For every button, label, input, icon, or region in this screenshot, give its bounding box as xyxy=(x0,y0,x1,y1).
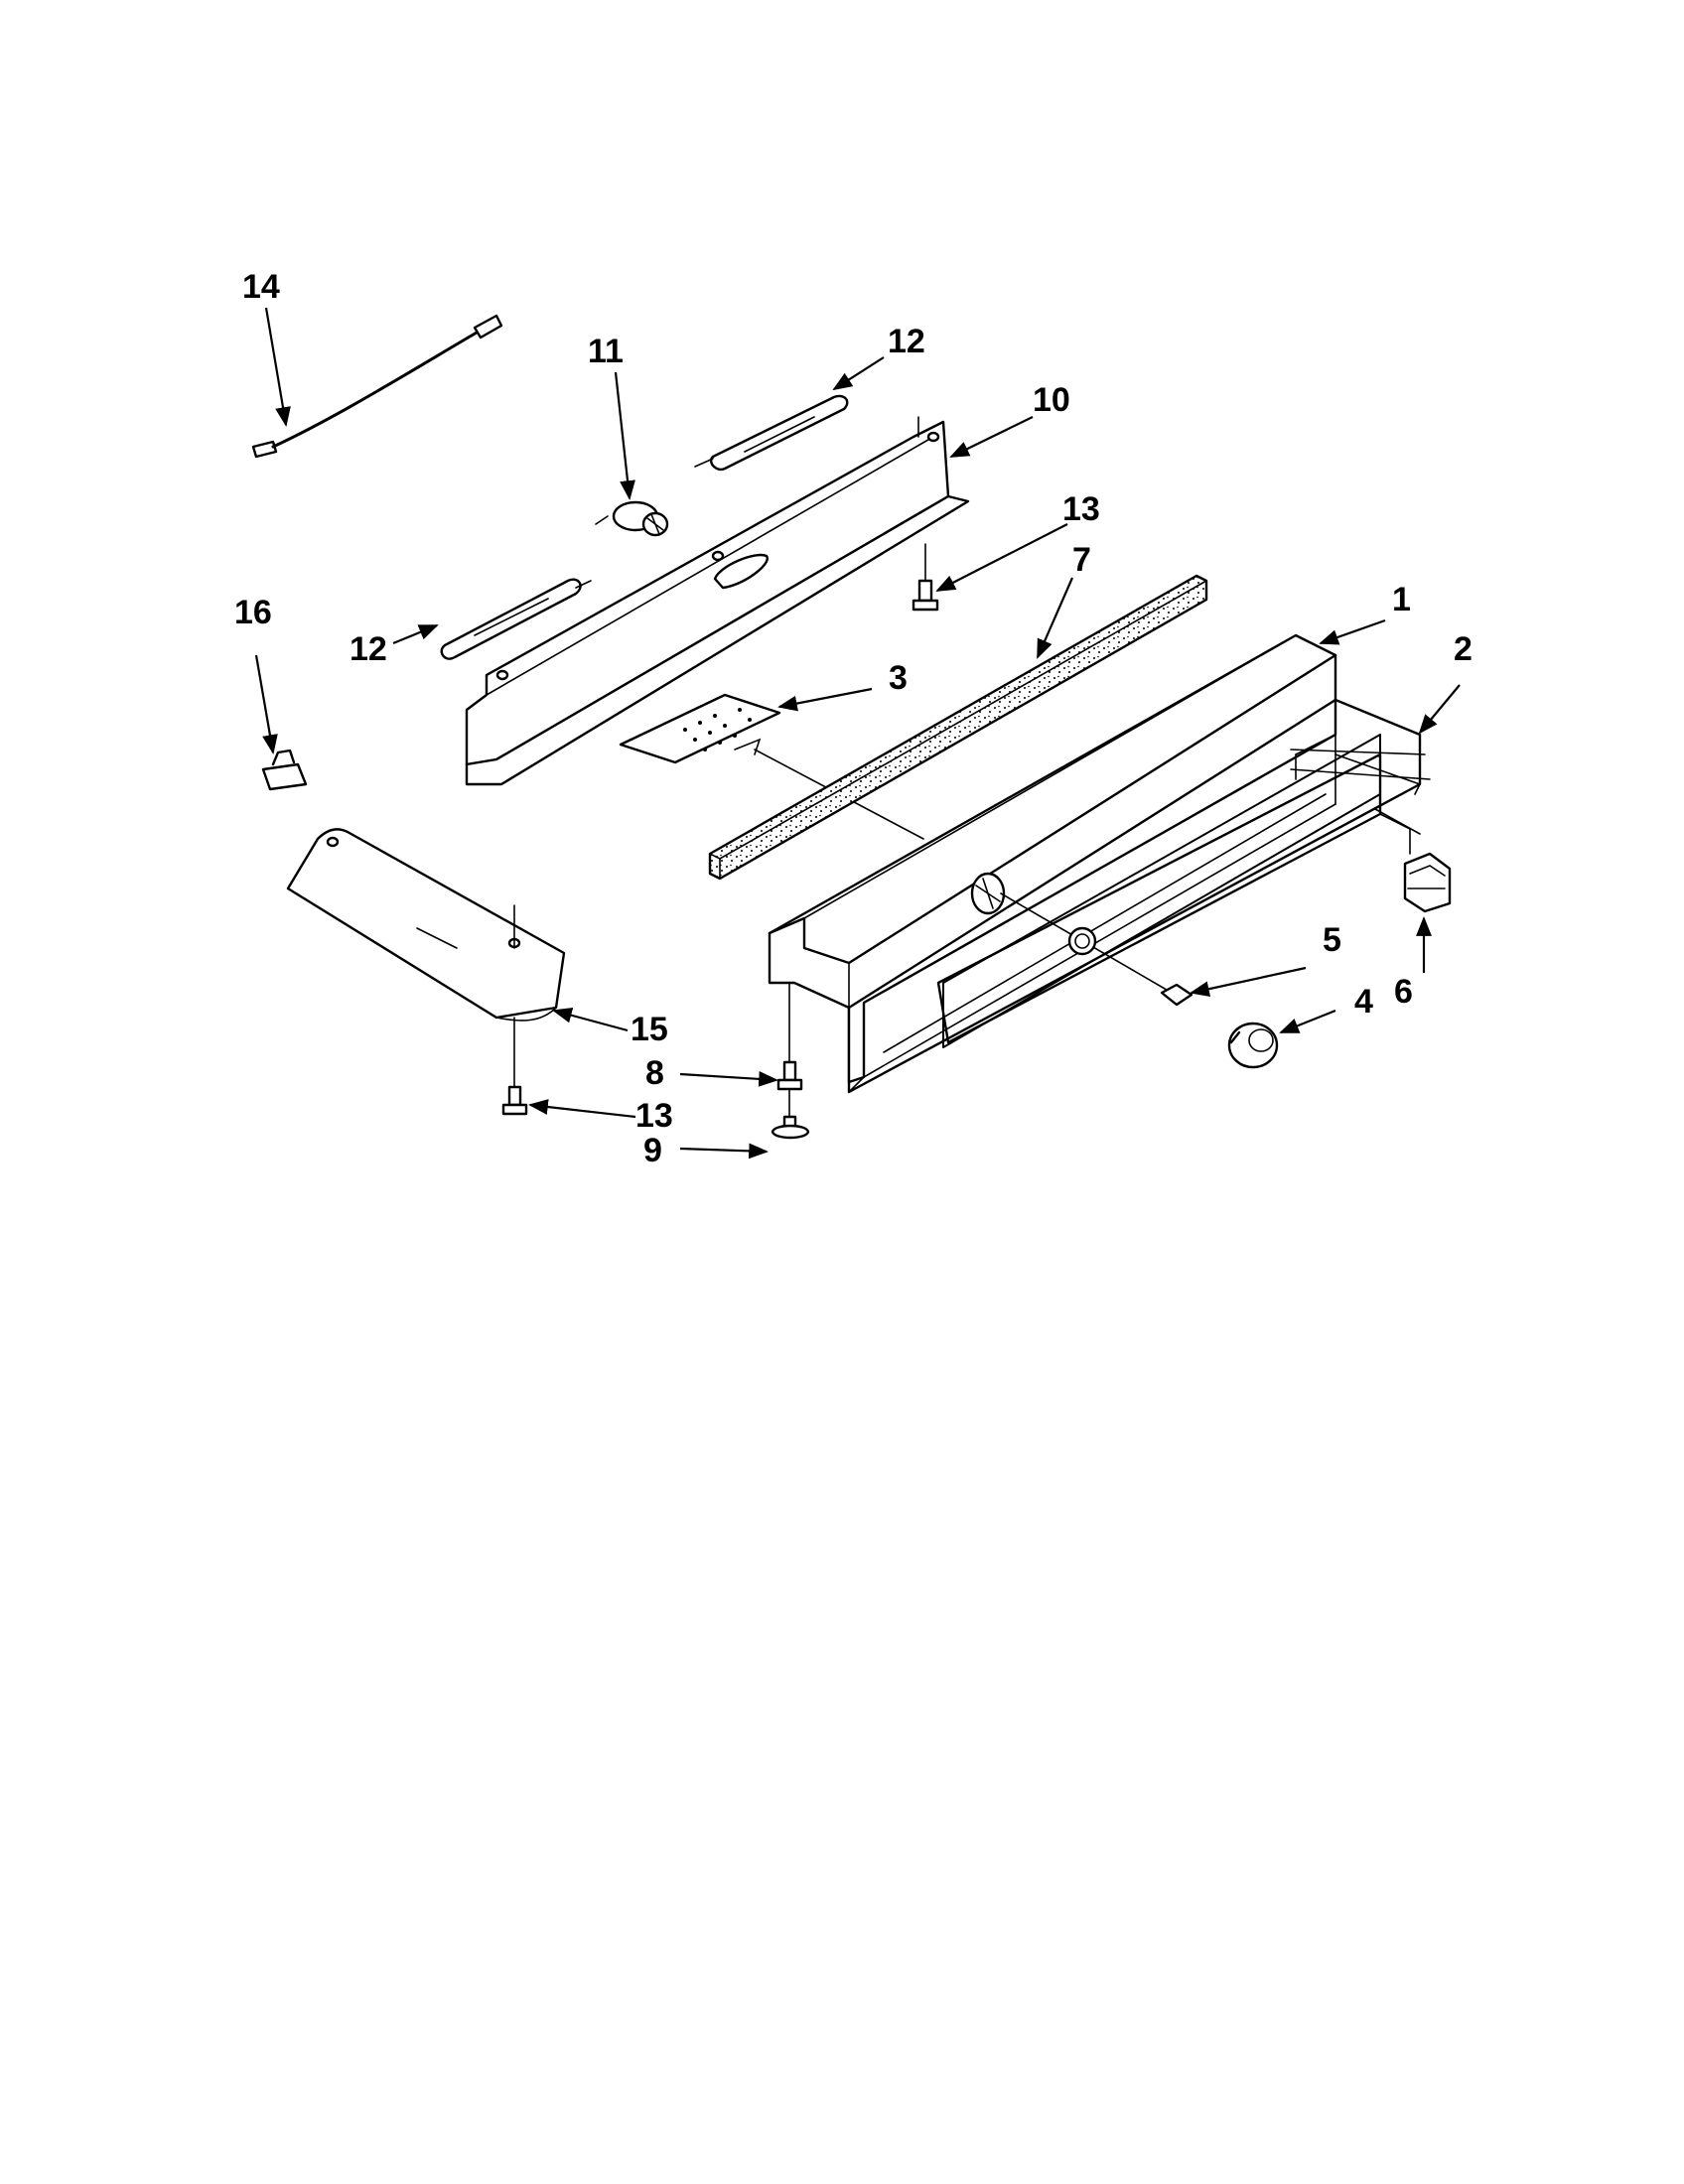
callout-15: 15 xyxy=(631,1011,668,1048)
callout-9: 9 xyxy=(643,1132,662,1169)
callout-labels: 14 11 12 10 13 7 1 2 16 12 3 5 4 6 15 8 … xyxy=(234,268,1473,1169)
part-16-clip xyxy=(261,749,308,791)
callout-13-upper: 13 xyxy=(1062,490,1100,528)
callout-14: 14 xyxy=(242,268,280,306)
callout-2: 2 xyxy=(1454,630,1473,668)
part-13-screw-upper xyxy=(912,543,939,612)
callout-10: 10 xyxy=(1033,381,1070,419)
callout-1: 1 xyxy=(1392,581,1411,618)
part-1-housing xyxy=(768,633,1426,1094)
part-13-screw-lower xyxy=(501,1085,528,1116)
part-12-tube-lower xyxy=(440,578,592,660)
part-11-thermostat xyxy=(595,500,669,537)
part-4-knob xyxy=(1227,1022,1279,1069)
callout-16: 16 xyxy=(234,594,272,631)
callout-13-lower: 13 xyxy=(635,1097,673,1135)
part-8-screw xyxy=(776,982,803,1091)
part-14-wire-harness xyxy=(251,314,503,459)
part-15-kick-plate xyxy=(286,828,566,1088)
part-2-panel xyxy=(1290,768,1431,855)
part-9-leveling-foot xyxy=(771,1088,810,1140)
callout-3: 3 xyxy=(889,659,908,697)
part-12-tube-upper xyxy=(694,394,849,472)
part-6-switch xyxy=(1403,852,1452,913)
leader-lines xyxy=(254,307,1461,1160)
part-3-plate xyxy=(619,693,924,840)
callout-7: 7 xyxy=(1072,541,1091,579)
callout-6: 6 xyxy=(1394,973,1413,1011)
part-10-bracket-rail xyxy=(465,416,970,786)
callout-8: 8 xyxy=(645,1054,664,1092)
callout-5: 5 xyxy=(1323,921,1341,959)
callout-4: 4 xyxy=(1354,983,1373,1021)
callout-12-upper: 12 xyxy=(888,323,925,360)
part-7-foam-strip xyxy=(708,574,1208,881)
callout-12-lower: 12 xyxy=(350,630,387,668)
part-5-clip xyxy=(1160,983,1193,1007)
callout-11: 11 xyxy=(588,333,624,370)
